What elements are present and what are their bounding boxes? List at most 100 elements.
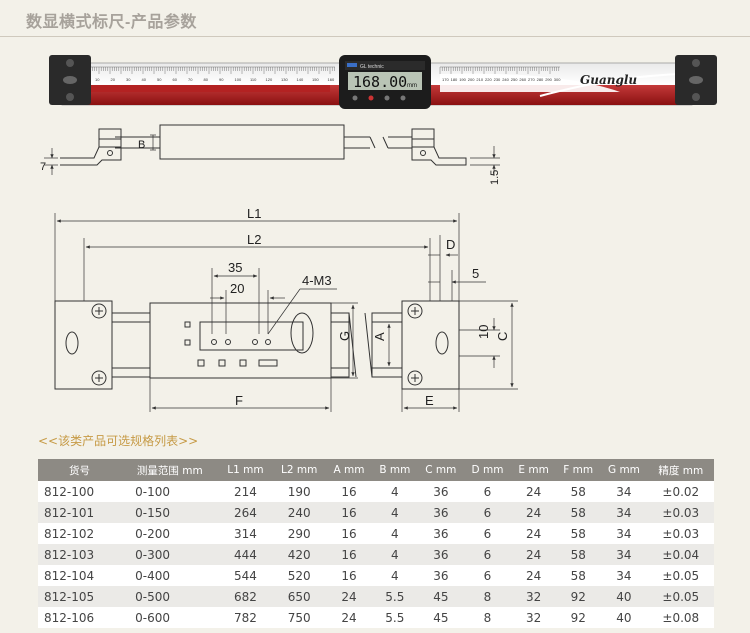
table-cell: 750 bbox=[272, 607, 327, 628]
scale-number: 60 bbox=[173, 77, 178, 82]
dim-label-a: A bbox=[372, 332, 387, 341]
dim-label-g: G bbox=[337, 331, 352, 341]
table-cell: ±0.02 bbox=[647, 481, 714, 502]
scale-number: 160 bbox=[328, 77, 335, 82]
scale-number: 290 bbox=[545, 77, 552, 82]
dim-label-1-5: 1.5 bbox=[489, 170, 501, 185]
table-cell: 36 bbox=[417, 481, 464, 502]
table-cell: 45 bbox=[417, 607, 464, 628]
table-header-cell: L2 mm bbox=[272, 459, 327, 481]
table-cell: ±0.05 bbox=[647, 586, 714, 607]
side-view-drawing bbox=[60, 124, 467, 166]
front-view-drawing bbox=[54, 300, 460, 390]
table-cell: 34 bbox=[600, 481, 648, 502]
dim-label-20: 20 bbox=[230, 281, 244, 296]
table-cell: 58 bbox=[556, 502, 601, 523]
table-cell: 264 bbox=[218, 502, 273, 523]
table-cell: 34 bbox=[600, 565, 648, 586]
scale-number: 100 bbox=[235, 77, 242, 82]
scale-number: 240 bbox=[502, 77, 509, 82]
table-cell: 32 bbox=[511, 586, 557, 607]
table-cell: 58 bbox=[556, 481, 601, 502]
table-cell: 0-500 bbox=[121, 586, 219, 607]
dim-label-f: F bbox=[235, 393, 243, 408]
svg-text:GL technic: GL technic bbox=[360, 64, 384, 70]
table-cell: 4 bbox=[371, 523, 418, 544]
table-cell: 0-600 bbox=[121, 607, 219, 628]
table-cell: 45 bbox=[417, 586, 464, 607]
table-cell: 24 bbox=[326, 607, 372, 628]
table-cell: 0-400 bbox=[121, 565, 219, 586]
scale-number: 200 bbox=[468, 77, 475, 82]
lcd-unit: mm bbox=[407, 83, 417, 89]
table-cell: 40 bbox=[600, 586, 648, 607]
dim-label-d: D bbox=[446, 237, 455, 252]
table-cell: 520 bbox=[272, 565, 327, 586]
table-cell: 36 bbox=[417, 565, 464, 586]
table-cell: 544 bbox=[218, 565, 273, 586]
table-cell: 16 bbox=[326, 544, 372, 565]
table-header-cell: A mm bbox=[326, 459, 372, 481]
table-cell: 812-106 bbox=[38, 607, 122, 628]
title-divider bbox=[0, 36, 750, 37]
dim-label-l1: L1 bbox=[247, 206, 261, 221]
table-cell: 24 bbox=[511, 544, 557, 565]
dim-label-5: 5 bbox=[472, 266, 479, 281]
table-cell: 34 bbox=[600, 502, 648, 523]
scale-number: 250 bbox=[511, 77, 518, 82]
table-cell: 4 bbox=[371, 502, 418, 523]
table-cell: 6 bbox=[463, 502, 512, 523]
scale-number: 260 bbox=[519, 77, 526, 82]
scale-number: 20 bbox=[111, 77, 116, 82]
scale-number: 90 bbox=[219, 77, 224, 82]
table-cell: 36 bbox=[417, 523, 464, 544]
lcd-screen bbox=[348, 72, 422, 90]
table-cell: 6 bbox=[463, 481, 512, 502]
dim-label-e: E bbox=[425, 393, 434, 408]
table-cell: ±0.03 bbox=[647, 523, 714, 544]
table-cell: 0-300 bbox=[121, 544, 219, 565]
table-cell: 444 bbox=[218, 544, 273, 565]
dim-label-10: 10 bbox=[476, 325, 491, 339]
scale-number: 270 bbox=[528, 77, 535, 82]
table-cell: 6 bbox=[463, 523, 512, 544]
table-cell: 0-150 bbox=[121, 502, 219, 523]
scale-number: 190 bbox=[459, 77, 466, 82]
table-cell: ±0.04 bbox=[647, 544, 714, 565]
table-cell: 4 bbox=[371, 481, 418, 502]
front-view-screws bbox=[91, 303, 423, 386]
table-cell: 190 bbox=[272, 481, 327, 502]
title-bar: 数显横式标尺-产品参数 bbox=[0, 0, 750, 36]
table-cell: 16 bbox=[326, 502, 372, 523]
table-cell: 812-103 bbox=[38, 544, 122, 565]
scale-number: 50 bbox=[157, 77, 162, 82]
table-cell: 24 bbox=[511, 481, 557, 502]
table-cell: 16 bbox=[326, 523, 372, 544]
table-cell: 34 bbox=[600, 544, 648, 565]
table-cell: 0-200 bbox=[121, 523, 219, 544]
table-cell: 40 bbox=[600, 607, 648, 628]
table-header-cell: E mm bbox=[511, 459, 557, 481]
dim-label-b: B bbox=[138, 139, 145, 151]
table-cell: 8 bbox=[463, 607, 512, 628]
side-view-dimensions bbox=[44, 134, 500, 176]
table-cell: 0-100 bbox=[121, 481, 219, 502]
table-cell: 34 bbox=[600, 523, 648, 544]
table-cell: 240 bbox=[272, 502, 327, 523]
table-cell: ±0.08 bbox=[647, 607, 714, 628]
scale-number: 120 bbox=[266, 77, 273, 82]
table-cell: 812-104 bbox=[38, 565, 122, 586]
table-cell: 6 bbox=[463, 565, 512, 586]
scale-number: 220 bbox=[485, 77, 492, 82]
brand-logo: Guanglu bbox=[580, 73, 637, 87]
